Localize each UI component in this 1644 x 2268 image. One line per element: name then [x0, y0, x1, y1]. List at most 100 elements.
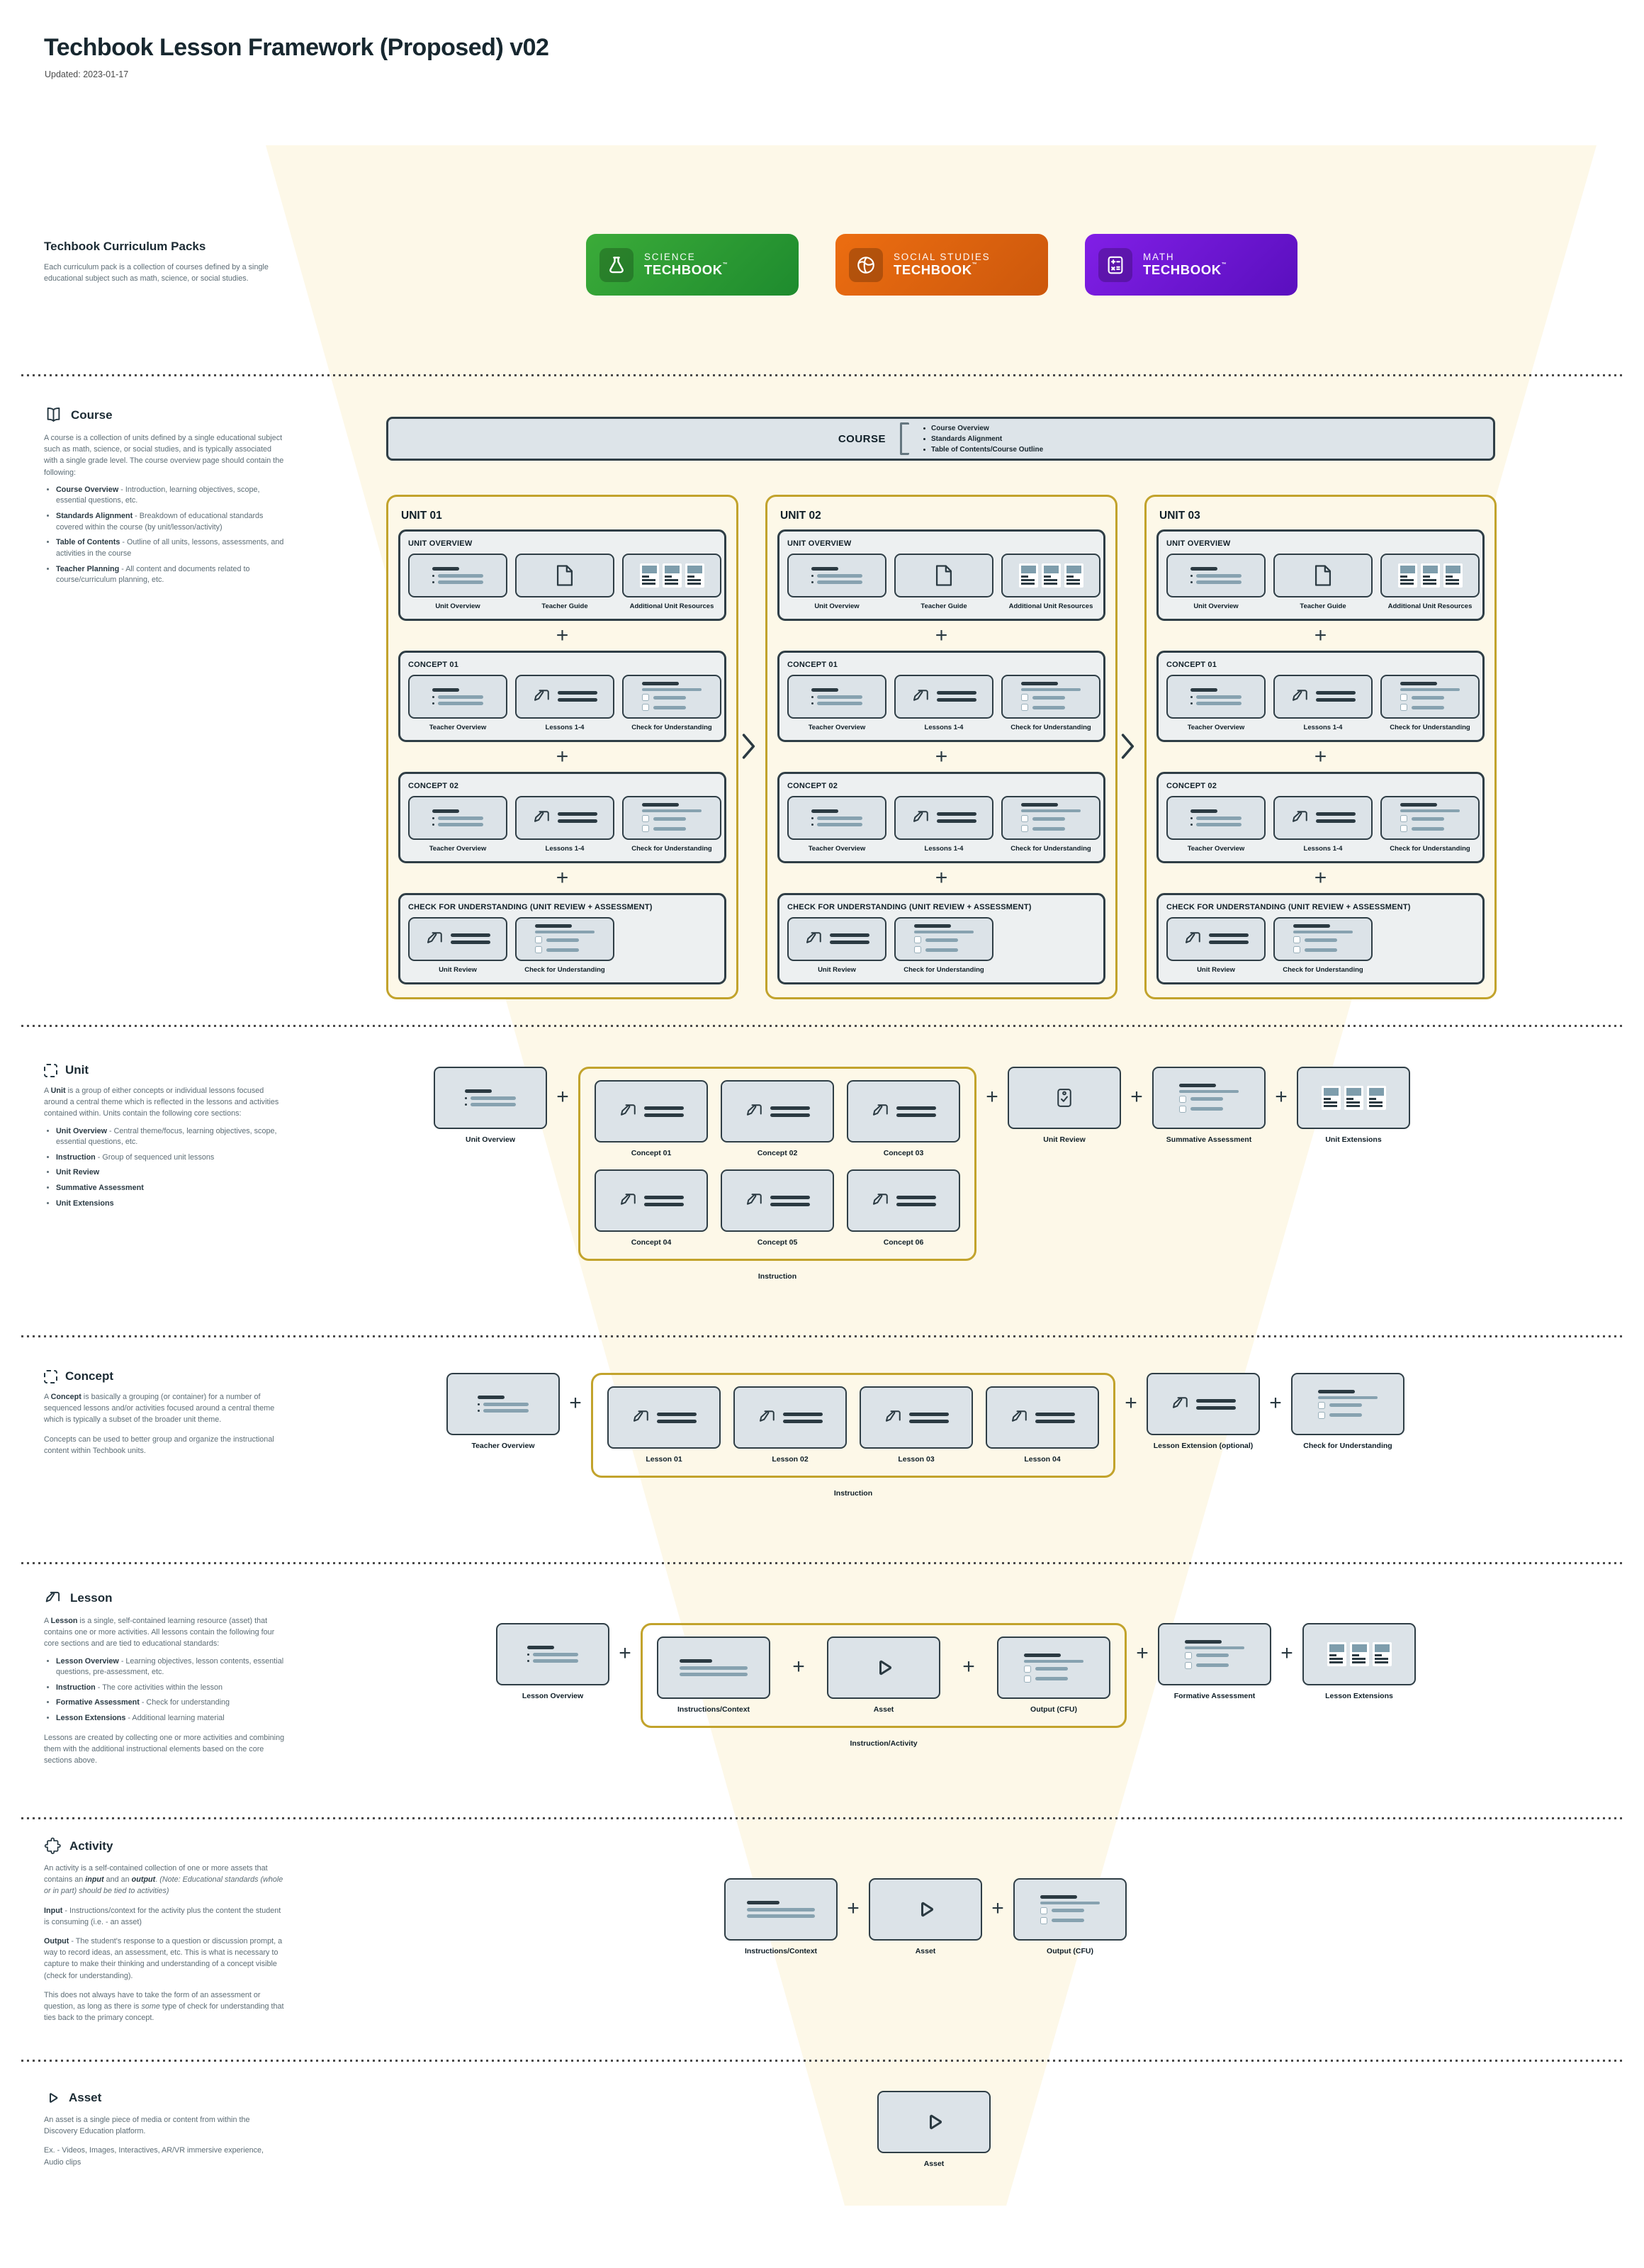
unit-title: UNIT 01 — [401, 510, 442, 522]
card-unit-overview: Unit Overview — [434, 1067, 547, 1145]
card-label: Lesson 02 — [772, 1455, 809, 1464]
diagram-card — [1302, 1623, 1416, 1685]
dashed-square-icon — [44, 1063, 57, 1077]
checklist-icon — [1021, 803, 1081, 833]
diagram-card — [721, 1080, 834, 1143]
card-lessons-1-4: Lessons 1-4 — [894, 795, 993, 853]
badge-brand: TECHBOOK™ — [894, 262, 978, 277]
card-label: Lessons 1-4 — [545, 844, 585, 853]
card-lessons-1-4: Lessons 1-4 — [894, 674, 993, 732]
card-label: Check for Understanding — [1390, 844, 1470, 853]
diagram-card — [496, 1623, 609, 1685]
overview-lines-icon — [1190, 567, 1242, 584]
diagram-card — [1273, 674, 1373, 719]
section-curriculum-packs: Techbook Curriculum Packs Each curriculu… — [44, 240, 285, 284]
card-label: Lesson Overview — [522, 1692, 584, 1700]
asset-heading: Asset — [69, 2091, 102, 2104]
card-label: Unit Review — [818, 965, 856, 974]
card-unit-extensions: Unit Extensions — [1297, 1067, 1410, 1145]
diagram-card — [607, 1386, 721, 1449]
card-label: Check for Understanding — [1283, 965, 1363, 974]
card-label: Teacher Overview — [471, 1442, 535, 1450]
checklist-icon — [1293, 924, 1353, 954]
section-activity: Activity An activity is a self-contained… — [44, 1837, 285, 2023]
lesson-icon — [425, 929, 490, 949]
lesson-icon — [758, 1408, 823, 1427]
card-lessons-1-4: Lessons 1-4 — [1273, 795, 1373, 853]
diagram-card — [446, 1373, 560, 1435]
diagram-card — [986, 1386, 1099, 1449]
plus-separator: + — [792, 1655, 805, 1678]
section-title: CONCEPT 02 — [1166, 781, 1217, 790]
card-label: Unit Overview — [465, 1135, 516, 1144]
overview-lines-icon — [464, 1089, 517, 1106]
section-concept: Concept A Concept is basically a groupin… — [44, 1369, 285, 1456]
course-bar-item: Table of Contents/Course Outline — [923, 446, 1043, 454]
card-additional-unit-resources: Additional Unit Resources — [1380, 554, 1480, 611]
lesson-icon — [911, 687, 976, 707]
overview-lines-icon — [811, 809, 863, 826]
lesson-icon — [1171, 1394, 1236, 1414]
card-lesson-extension-optional: Lesson Extension (optional) — [1147, 1373, 1260, 1451]
dotted-square-icon — [44, 1369, 57, 1383]
card-label: Teacher Overview — [1187, 723, 1245, 731]
card-concept-02: Concept 02 — [721, 1080, 834, 1158]
card-label: Concept 01 — [631, 1149, 672, 1157]
diagram-card — [1166, 554, 1266, 597]
asset-body-2: Ex. - Videos, Images, Interactives, AR/V… — [44, 2146, 264, 2167]
lesson-icon — [871, 1191, 936, 1211]
card-teacher-overview: Teacher Overview — [787, 674, 886, 732]
dotted-separator — [21, 374, 1623, 376]
overview-lines-icon — [432, 809, 484, 826]
play-icon — [921, 2109, 947, 2135]
lesson-icon — [532, 687, 597, 707]
card-label: Check for Understanding — [631, 844, 712, 853]
overview-lines-icon — [1190, 687, 1242, 705]
diagram-card — [622, 674, 721, 719]
card-label: Teacher Guide — [541, 602, 588, 610]
badge-subject: MATH — [1143, 252, 1175, 262]
card-concept-06: Concept 06 — [847, 1169, 960, 1247]
course-bar-item: Course Overview — [923, 425, 1043, 432]
checklist-icon — [1179, 1083, 1239, 1113]
card-label: Teacher Guide — [920, 602, 967, 610]
card-label: Concept 04 — [631, 1238, 672, 1247]
card-label: Check for Understanding — [524, 965, 605, 974]
card-lesson-02: Lesson 02 — [733, 1386, 847, 1464]
card-asset: Asset — [827, 1637, 940, 1714]
card-output-cfu: Output (CFU) — [997, 1637, 1110, 1714]
card-label: Lesson Extensions — [1325, 1692, 1393, 1700]
section-title: UNIT OVERVIEW — [1166, 539, 1231, 548]
checklist-icon — [1400, 803, 1460, 833]
diagram-card — [1008, 1067, 1121, 1129]
activity-flow: Instructions/Context+Asset+Output (CFU) — [724, 1878, 1127, 1956]
card-asset: Asset — [869, 1878, 982, 1956]
plus-separator: + — [986, 1085, 998, 1108]
bullet-item: Unit Overview - Central theme/focus, lea… — [56, 1126, 285, 1148]
card-check-for-understanding: Check for Understanding — [622, 674, 721, 732]
activity-p1: An activity is a self-contained collecti… — [44, 1864, 283, 1896]
plus-separator: + — [556, 1085, 569, 1108]
checklist-icon — [1021, 682, 1081, 712]
diagram-card — [787, 554, 886, 597]
card-label: Lesson 03 — [898, 1455, 935, 1464]
card-label: Lesson Extension (optional) — [1153, 1442, 1254, 1450]
card-label: Lessons 1-4 — [924, 844, 964, 853]
section-title: CHECK FOR UNDERSTANDING (UNIT REVIEW + A… — [787, 902, 1032, 911]
checklist-icon — [1185, 1639, 1244, 1669]
section-lesson: Lesson A Lesson is a single, self-contai… — [44, 1589, 285, 1766]
plus-separator: + — [569, 1391, 582, 1415]
checklist-icon — [535, 924, 595, 954]
card-label: Teacher Overview — [808, 844, 866, 853]
checklist-icon — [642, 682, 702, 712]
